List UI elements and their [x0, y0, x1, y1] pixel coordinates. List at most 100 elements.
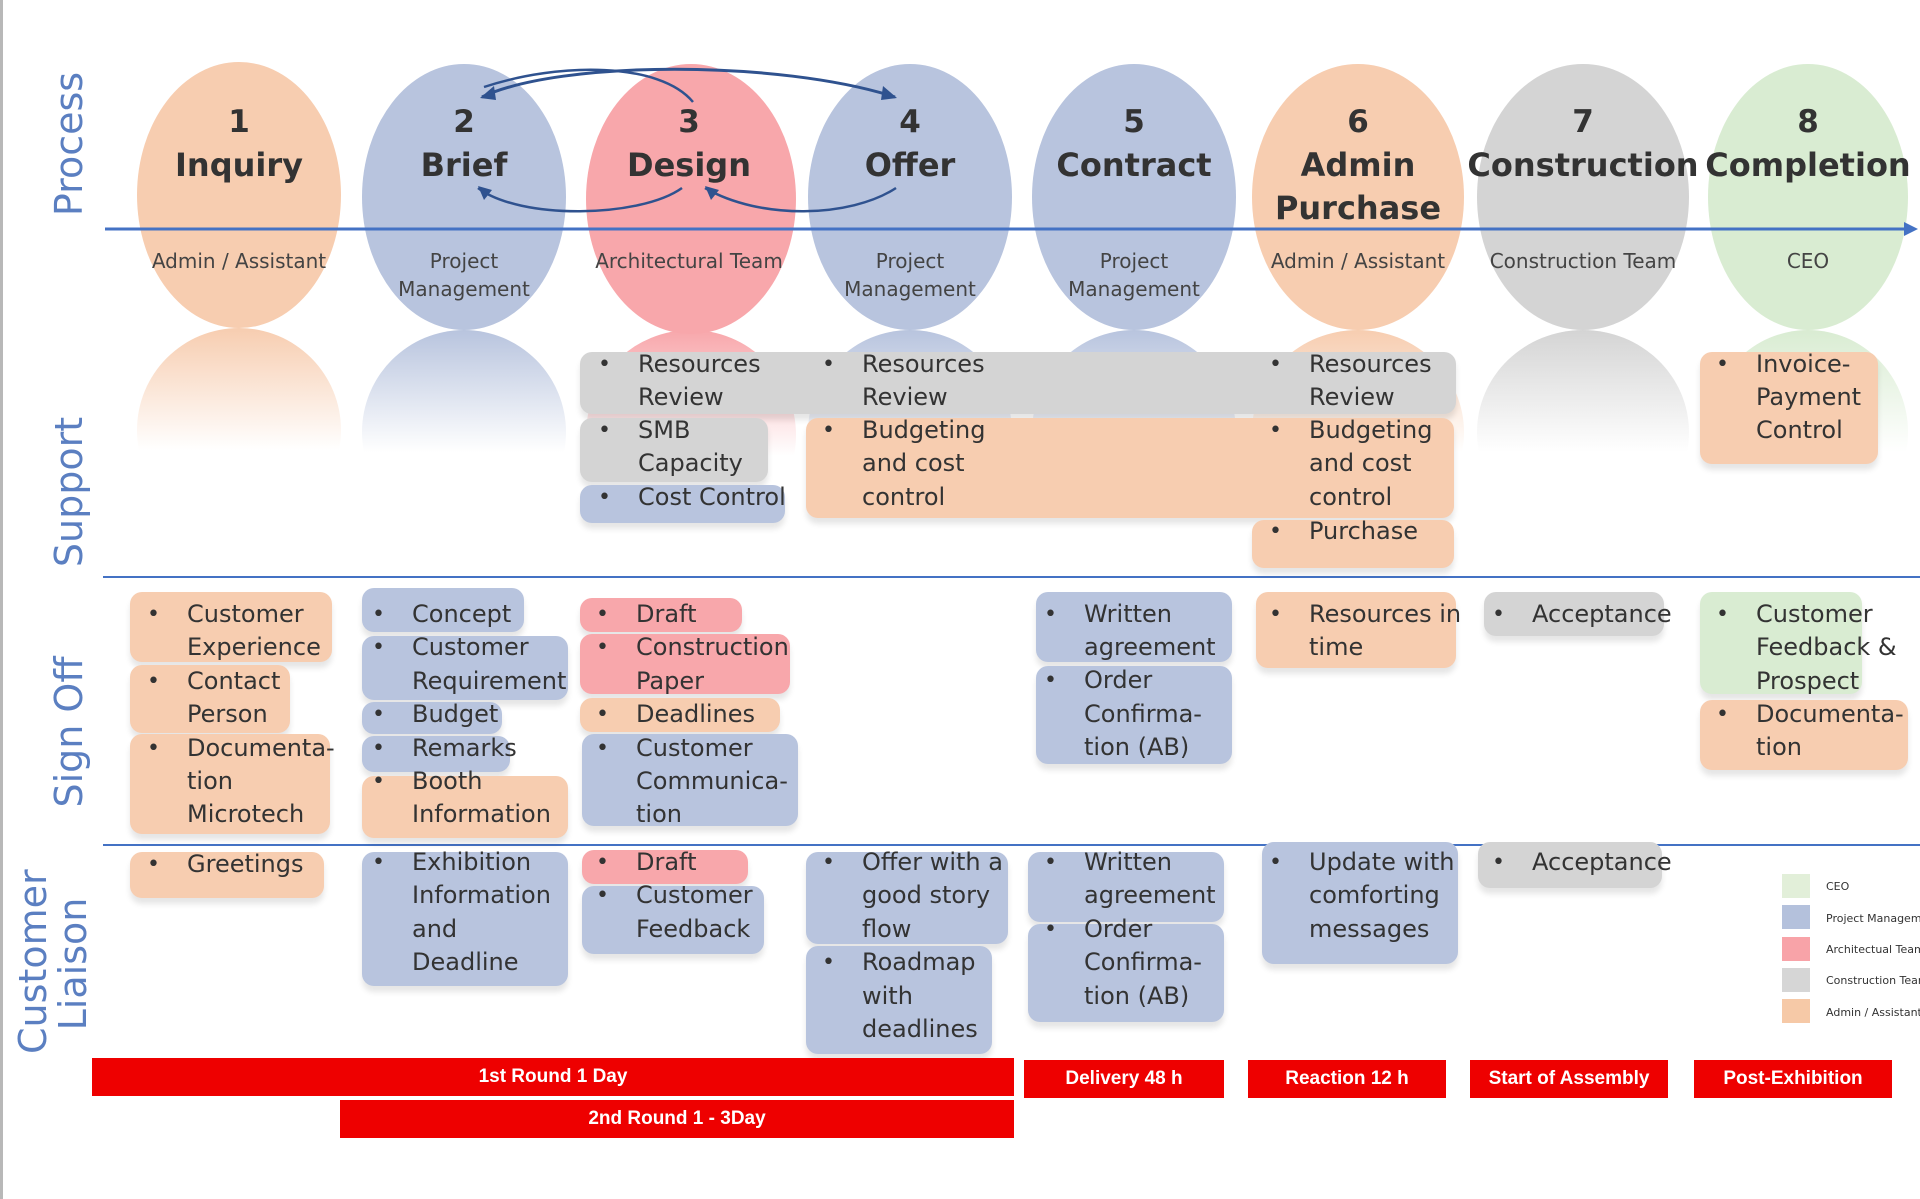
loop-arrow-brief-design [483, 68, 694, 103]
signoff-customer-communication-box [582, 734, 798, 826]
signoff-inquiry-item: Microtech [187, 800, 305, 828]
liaison-brief-item: and [412, 915, 458, 943]
legend-swatch-construction-team [1782, 968, 1810, 992]
stage-role: Project [429, 249, 499, 273]
loop-arrowhead-return [478, 186, 492, 200]
signoff-order-confirmation-box [1036, 666, 1232, 764]
lane-label-signoff: Sign Off [47, 656, 91, 808]
legend-label-admin-assistant: Admin / Assistant [1826, 1006, 1920, 1019]
signoff-booth-box [362, 776, 568, 838]
liaison-design-item: •Draft [596, 848, 697, 876]
stage-number: 7 [1572, 104, 1594, 140]
signoff-customer-experience-box [130, 592, 332, 662]
timing-bar-reaction: Reaction 12 h [1248, 1060, 1446, 1098]
legend-label-project-management: Project Management [1826, 912, 1920, 925]
support-admin-item: and cost [1309, 449, 1412, 477]
signoff-contract-item: tion (AB) [1084, 733, 1190, 761]
stage-number: 6 [1347, 104, 1369, 140]
signoff-contract-box [1036, 592, 1232, 662]
liaison-brief-item: •Exhibition [372, 848, 532, 876]
loop-arrowhead-offer-return [705, 186, 719, 200]
liaison-offer-item: •Offer with a [822, 848, 1003, 876]
signoff-contract-item: •Written [1044, 600, 1172, 628]
liaison-exhibition-box [362, 852, 568, 986]
stage-number: 1 [228, 104, 250, 140]
signoff-brief-item: •Customer [372, 633, 529, 661]
support-resources-review-band [580, 352, 1456, 414]
signoff-customer-requirement-box [362, 636, 568, 700]
legend-label-construction-team: Construction Team [1826, 974, 1920, 987]
lane-label-support: Support [47, 416, 91, 568]
support-completion-item: Control [1756, 416, 1843, 444]
signoff-inquiry-item: Experience [187, 633, 321, 661]
signoff-design-item: •Draft [596, 600, 697, 628]
liaison-contract-item: •Written [1044, 848, 1172, 876]
signoff-resources-in-time-box [1256, 592, 1456, 668]
signoff-completion-item: •Documenta- [1716, 700, 1904, 728]
support-admin-item: Review [1309, 383, 1395, 411]
support-offer-item: and cost [862, 449, 965, 477]
signoff-inquiry-item: •Documenta- [147, 734, 335, 762]
liaison-draft-box [582, 850, 748, 884]
support-completion-item: Payment [1756, 383, 1862, 411]
signoff-budget-box [362, 702, 502, 734]
signoff-design-item: •Customer [596, 734, 753, 762]
stage-role: Construction Team [1489, 249, 1677, 273]
loop-arrow-offer-return [704, 186, 897, 213]
stage-role: Project [875, 249, 945, 273]
liaison-offer-story-box [806, 852, 1008, 944]
stage-role: Admin / Assistant [1270, 249, 1446, 273]
lane-label-liaison-line1: Customer [11, 869, 55, 1054]
liaison-design-item: Feedback [636, 915, 751, 943]
support-smb-capacity-box [580, 418, 768, 482]
support-offer-item: •Resources [822, 350, 985, 378]
stage-circle-inquiry [137, 62, 341, 328]
loop-arrowhead-offer [881, 86, 897, 100]
support-design-item: Capacity [638, 449, 743, 477]
legend-label-ceo: CEO [1826, 880, 1850, 893]
stage-circle-construction [1477, 64, 1689, 330]
signoff-remarks-box [362, 736, 510, 772]
support-offer-item: control [862, 483, 946, 511]
liaison-offer-item: •Roadmap [822, 948, 976, 976]
stage-number: 4 [899, 104, 921, 140]
liaison-greetings-box [130, 852, 324, 898]
support-offer-item: •Budgeting [822, 416, 986, 444]
legend-swatch-ceo [1782, 874, 1810, 898]
liaison-admin-item: messages [1309, 915, 1430, 943]
loop-arrowhead-brief [480, 86, 496, 100]
stage-title: Inquiry [175, 146, 303, 184]
loop-arrow-design-return [477, 186, 683, 213]
left-border [0, 0, 3, 1199]
liaison-inquiry-item: •Greetings [147, 850, 304, 878]
support-admin-item: •Budgeting [1269, 416, 1433, 444]
loop-arrow-brief-offer [481, 67, 896, 99]
stage-title: Completion [1705, 146, 1911, 184]
liaison-brief-item: Deadline [412, 948, 519, 976]
signoff-inquiry-item: •Customer [147, 600, 304, 628]
liaison-offer-item: with [862, 982, 913, 1010]
liaison-order-confirmation-box [1028, 924, 1224, 1022]
stage-role: Project [1099, 249, 1169, 273]
timing-bar-second-round: 2nd Round 1 - 3Day [340, 1100, 1014, 1138]
stage-circle-contract [1032, 64, 1236, 330]
signoff-draft-box [580, 598, 742, 632]
support-cost-control-box [580, 485, 785, 523]
support-offer-item: Review [862, 383, 948, 411]
timing-bar-post-exhibition: Post-Exhibition [1694, 1060, 1892, 1098]
signoff-inquiry-item: tion [187, 767, 233, 795]
support-design-item: •SMB [598, 416, 691, 444]
stage-circle-offer [808, 64, 1012, 330]
liaison-design-item: •Customer [596, 881, 753, 909]
stage-role: Architectural Team [595, 249, 783, 273]
lane-label-customer-liaison: Customer Liaison [11, 869, 102, 1054]
signoff-completion-item: Prospect [1756, 667, 1860, 695]
signoff-contract-item: agreement [1084, 633, 1216, 661]
liaison-update-box [1262, 842, 1458, 964]
timing-bar-first-round: 1st Round 1 Day [92, 1058, 1014, 1096]
stage-title: Construction [1467, 146, 1699, 184]
stage-number: 8 [1797, 104, 1819, 140]
signoff-concept-box [362, 588, 524, 632]
stage-title: Offer [864, 146, 956, 184]
liaison-roadmap-box [806, 946, 992, 1054]
